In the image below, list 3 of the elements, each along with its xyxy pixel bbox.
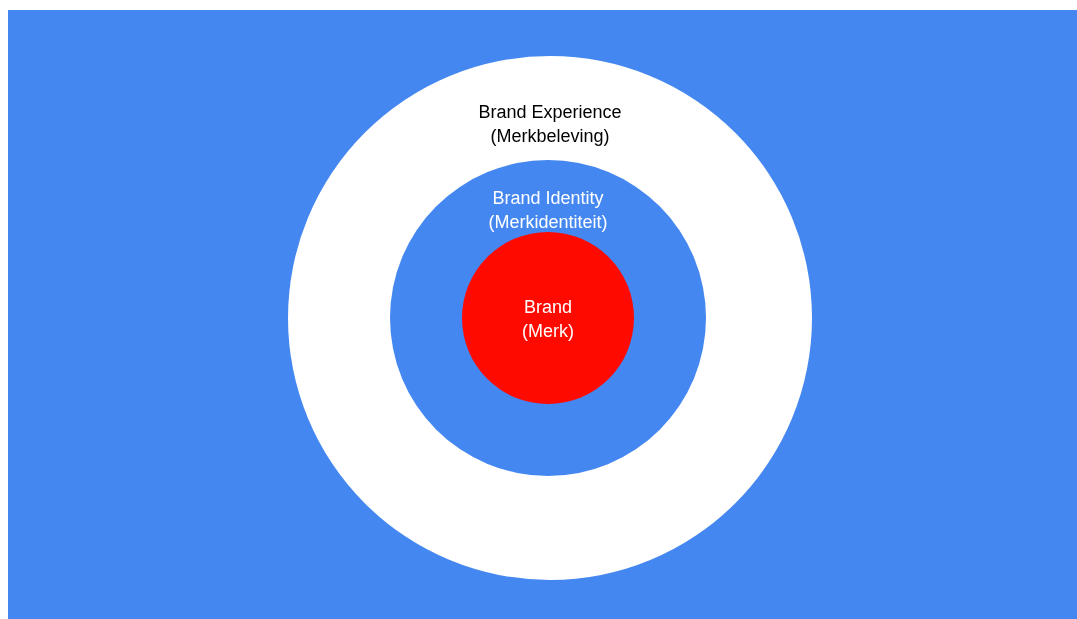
circle-label: Brand (Merk): [521, 296, 575, 343]
circle-label: Brand Experience (Merkbeleving): [477, 101, 623, 148]
circle-label: Brand Identity (Merkidentiteit): [487, 187, 609, 234]
